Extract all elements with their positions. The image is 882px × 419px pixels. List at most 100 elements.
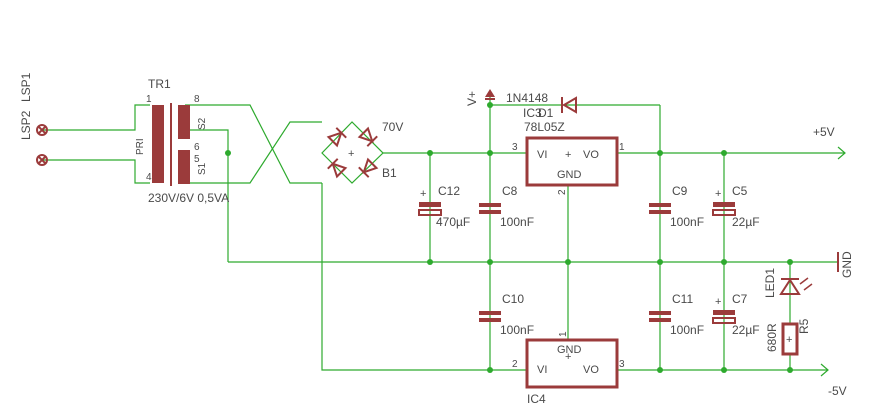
tr1-s2-label: S2 [197,117,208,130]
capacitor-c7: + C7 22µF [712,292,760,337]
ic4-pin-in: 2 [512,359,518,370]
tr1-pin8: 8 [194,94,200,105]
b1-plus: + [348,148,354,160]
ic4-plus: + [565,351,571,363]
tr1-pin4: 4 [146,172,152,183]
b1-diode [358,157,379,178]
r5-name: R5 [797,318,811,334]
ic3-body [525,136,619,187]
output-gnd: GND [837,251,854,278]
c5-name: C5 [732,184,748,198]
connector-lsp: LSP2 LSP1 [19,72,48,166]
resistor-r5: + 680R R5 [765,318,811,356]
transformer-tr1: TR1 1 4 8 6 5 PRI S2 S1 230V/6V 0,5VA [135,77,229,205]
ic4-vi: VI [537,364,547,376]
tr1-value: 230V/6V 0,5VA [148,191,229,205]
c10-name: C10 [502,292,524,306]
tr1-name: TR1 [148,77,171,91]
wire-bridge-neg [321,183,527,371]
b1-value: 70V [382,120,403,134]
label-lsp2: LSP2 [19,110,33,140]
c9-name: C9 [672,184,688,198]
junction [487,102,493,108]
c11-value: 100nF [670,323,704,337]
led-led1: LED1 [763,268,813,298]
junction [487,150,493,156]
c8-name: C8 [502,184,518,198]
wire-s1-cross [185,121,322,184]
r5-plus: + [786,334,792,346]
label-lsp1: LSP1 [19,72,33,102]
junction [657,150,663,156]
c5-value: 22µF [732,215,760,229]
junction [427,259,433,265]
d1-value: 1N4148 [506,91,548,105]
c11-name: C11 [672,292,693,306]
tr1-s1-label: S1 [197,162,208,175]
vplus-marker: V+ [465,89,495,106]
junction [657,367,663,373]
ic3-value: 78L05Z [524,120,565,134]
c9-value: 100nF [670,215,704,229]
ic4-body [525,338,619,389]
wire-lsp2-pri [42,159,150,184]
b1-diode [326,127,347,148]
junction [787,259,793,265]
c10-value: 100nF [500,323,534,337]
capacitor-c8: C8 100nF [479,184,534,229]
c12-plus: + [420,188,426,200]
capacitor-c9: C9 100nF [649,184,704,229]
ic4-name: IC4 [527,392,546,406]
ic3-pin-gnd: 2 [557,189,568,195]
junction [565,259,571,265]
wire-lsp1-pri [42,104,150,131]
led1-body-icon [779,278,801,295]
tr1-secondary-coil-bottom [178,150,190,184]
wire-s2-cross [185,104,322,184]
minus5-label: -5V [828,384,847,398]
junction [787,367,793,373]
ic3-pin-in: 3 [512,142,518,153]
vplus-label: V+ [465,91,479,106]
ic3-gnd: GND [557,169,582,181]
ic3-plus: + [565,149,571,161]
junction [657,259,663,265]
led1-name: LED1 [763,268,777,298]
capacitor-c10: C10 100nF [479,292,534,337]
output-minus5: -5V [820,363,847,398]
tr1-pin6: 6 [194,142,200,153]
r5-value: 680R [765,323,779,352]
plus5-label: +5V [813,125,835,139]
connector-lsp2-cross [37,155,47,165]
c12-plate-neg [418,209,442,216]
ic3-vo: VO [583,149,599,161]
capacitor-c12: + C12 470µF [418,184,470,229]
c12-name: C12 [438,184,460,198]
b1-name: B1 [382,166,397,180]
bridge-b1: + 70V B1 [321,120,403,184]
tr1-pri-label: PRI [135,138,146,155]
connector-lsp2-icon [36,154,48,166]
c7-name: C7 [732,292,748,306]
junction [487,259,493,265]
output-plus5: +5V [813,125,846,160]
tr1-pin5: 5 [194,154,200,165]
d1-body [562,96,577,114]
c12-plate [419,202,441,207]
junction [721,150,727,156]
capacitor-c11: C11 100nF [649,292,704,337]
ic4-pin-gnd: 1 [558,331,569,337]
minus5-arrow-icon [820,363,829,377]
c12-value: 470µF [436,215,470,229]
b1-diode [357,126,378,147]
ic4-gnd: GND [557,344,582,356]
connector-lsp1-icon [36,124,48,136]
b1-outline [321,121,384,184]
ic4-vo: VO [583,364,599,376]
tr1-pin1: 1 [146,94,152,105]
c5-plus: + [715,188,721,200]
ic3-name: IC3 [523,106,542,120]
r5-body [781,322,799,356]
